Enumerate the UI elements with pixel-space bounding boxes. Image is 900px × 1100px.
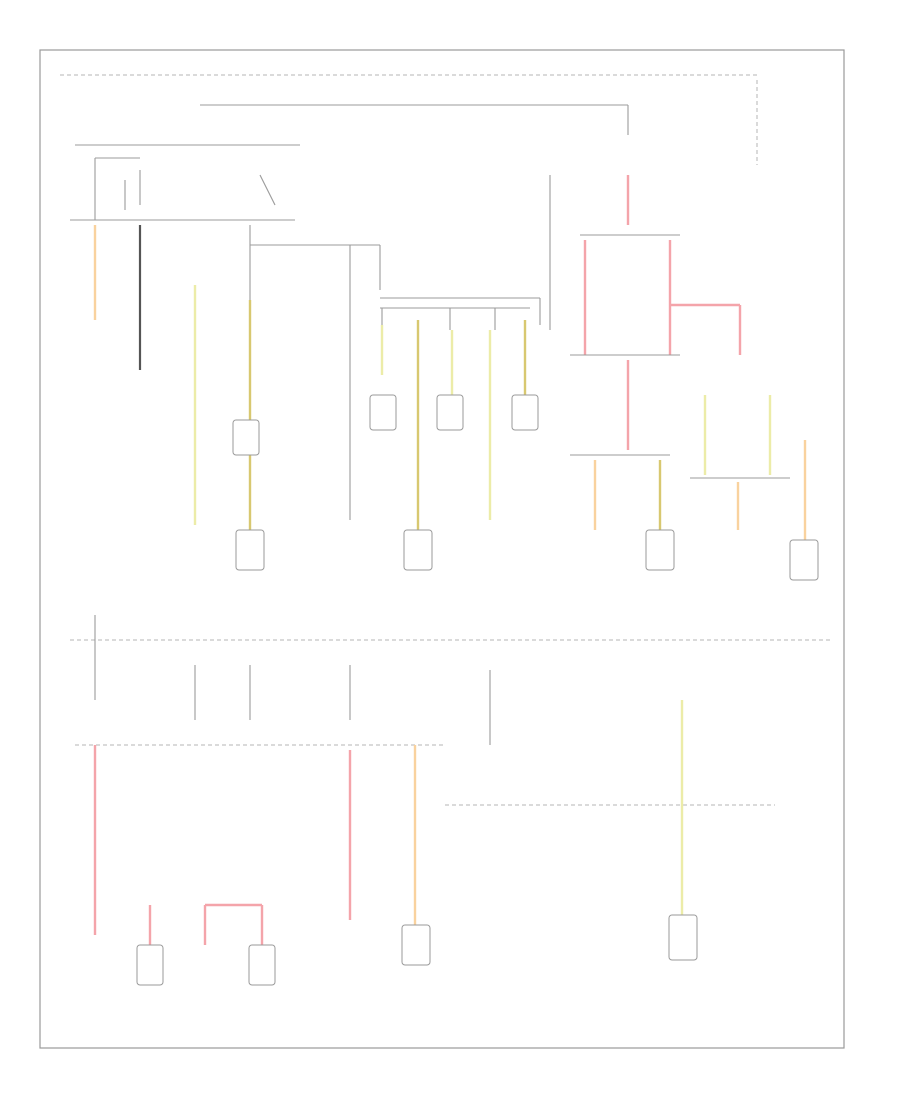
lower-circuits [93,615,698,986]
diagram-frame [39,49,845,1049]
upper-left-feed [70,104,629,520]
right-circuits [549,175,819,581]
left-circuits [193,285,539,571]
